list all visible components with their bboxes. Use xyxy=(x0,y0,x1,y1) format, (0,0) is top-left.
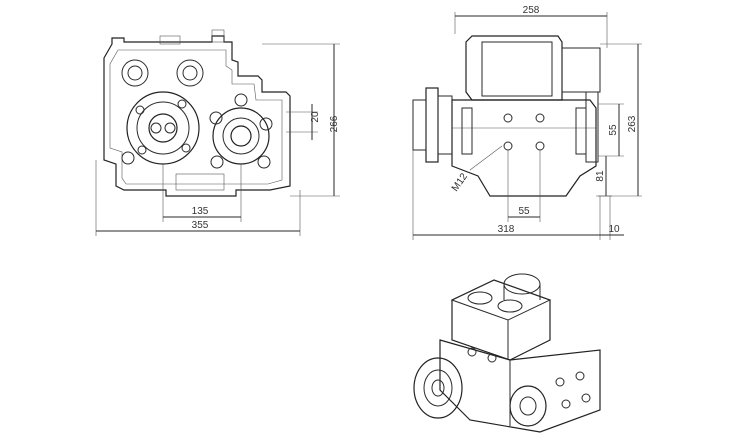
side-left-hub xyxy=(437,95,453,155)
front-dim-355-label: 355 xyxy=(192,220,209,231)
iso-boss-left xyxy=(467,291,493,305)
iso-bolt-6 xyxy=(487,353,497,363)
front-main-shaft xyxy=(148,113,178,143)
side-dim-318-label: 318 xyxy=(498,224,515,235)
iso-bolt-3 xyxy=(561,399,571,409)
side-right-motor xyxy=(561,47,601,93)
iso-boss-right xyxy=(497,299,523,313)
front-top-lug-right xyxy=(211,29,225,43)
front-main-bore-right xyxy=(164,122,176,134)
side-thread-label: M12 xyxy=(450,171,470,194)
front-main-bolt-3 xyxy=(137,145,147,155)
side-thread-leader xyxy=(469,145,503,171)
side-view: 258 263 55 81 55 318 10 M12 xyxy=(412,5,642,240)
front-top-lug-left xyxy=(159,35,181,45)
side-left-flange xyxy=(425,87,439,163)
side-lower-housing xyxy=(451,99,597,197)
side-upper-panel xyxy=(481,41,553,97)
side-dim-263-label: 263 xyxy=(627,115,638,132)
front-foot xyxy=(175,173,225,191)
front-dim-135-label: 135 xyxy=(192,206,209,217)
iso-side-flange xyxy=(509,385,547,427)
front-side-bolt-lowleft xyxy=(210,155,224,169)
front-view: 266 20 135 355 xyxy=(95,29,340,236)
front-side-bolt-left xyxy=(209,111,223,125)
front-main-bore-left xyxy=(150,122,162,134)
side-right-studs xyxy=(575,107,587,155)
front-boss-left-hole xyxy=(127,65,143,81)
iso-side-shaft xyxy=(519,396,537,416)
side-left-studs xyxy=(461,107,473,155)
iso-main-ring xyxy=(423,369,453,407)
front-boss-left xyxy=(121,59,149,87)
iso-upper-top xyxy=(450,279,552,321)
iso-bolt-5 xyxy=(467,347,477,357)
side-right-flange xyxy=(585,91,599,163)
side-dim-55v-label: 55 xyxy=(608,124,619,136)
front-main-bolt-1 xyxy=(177,99,187,109)
side-dim-55h-label: 55 xyxy=(518,206,530,217)
front-side-bolt-lowright xyxy=(257,155,271,169)
front-main-bolt-4 xyxy=(181,143,191,153)
front-dim-height-label: 266 xyxy=(329,115,340,132)
front-boss-right xyxy=(176,59,204,87)
side-dim-10-label: 10 xyxy=(608,224,620,235)
front-side-ring xyxy=(222,117,260,155)
front-side-bolt-top xyxy=(234,93,248,107)
iso-bolt-2 xyxy=(575,371,585,381)
front-side-shaft xyxy=(230,125,252,147)
side-bolt-3 xyxy=(503,141,513,151)
front-housing-inner xyxy=(109,49,283,185)
front-lower-bolt xyxy=(121,151,135,165)
side-bolt-4 xyxy=(535,141,545,151)
front-main-bolt-2 xyxy=(135,105,145,115)
iso-bolt-4 xyxy=(581,393,591,403)
iso-bolt-1 xyxy=(555,377,565,387)
front-dim-20-label: 20 xyxy=(310,111,321,123)
side-dim-258-label: 258 xyxy=(523,5,540,16)
front-main-flange xyxy=(126,91,200,165)
front-boss-right-hole xyxy=(182,65,198,81)
iso-motor-cylinder xyxy=(503,273,541,295)
side-upper-housing xyxy=(465,35,563,101)
side-bolt-1 xyxy=(503,113,513,123)
iso-lower-body xyxy=(439,339,601,433)
side-left-shaft xyxy=(412,99,427,151)
front-main-ring xyxy=(136,101,190,155)
iso-main-shaft xyxy=(431,379,445,397)
iso-main-flange xyxy=(413,357,463,419)
side-bolt-2 xyxy=(535,113,545,123)
front-side-bolt-right xyxy=(259,117,273,131)
side-dim-81-label: 81 xyxy=(595,170,606,182)
isometric-view xyxy=(413,273,601,433)
